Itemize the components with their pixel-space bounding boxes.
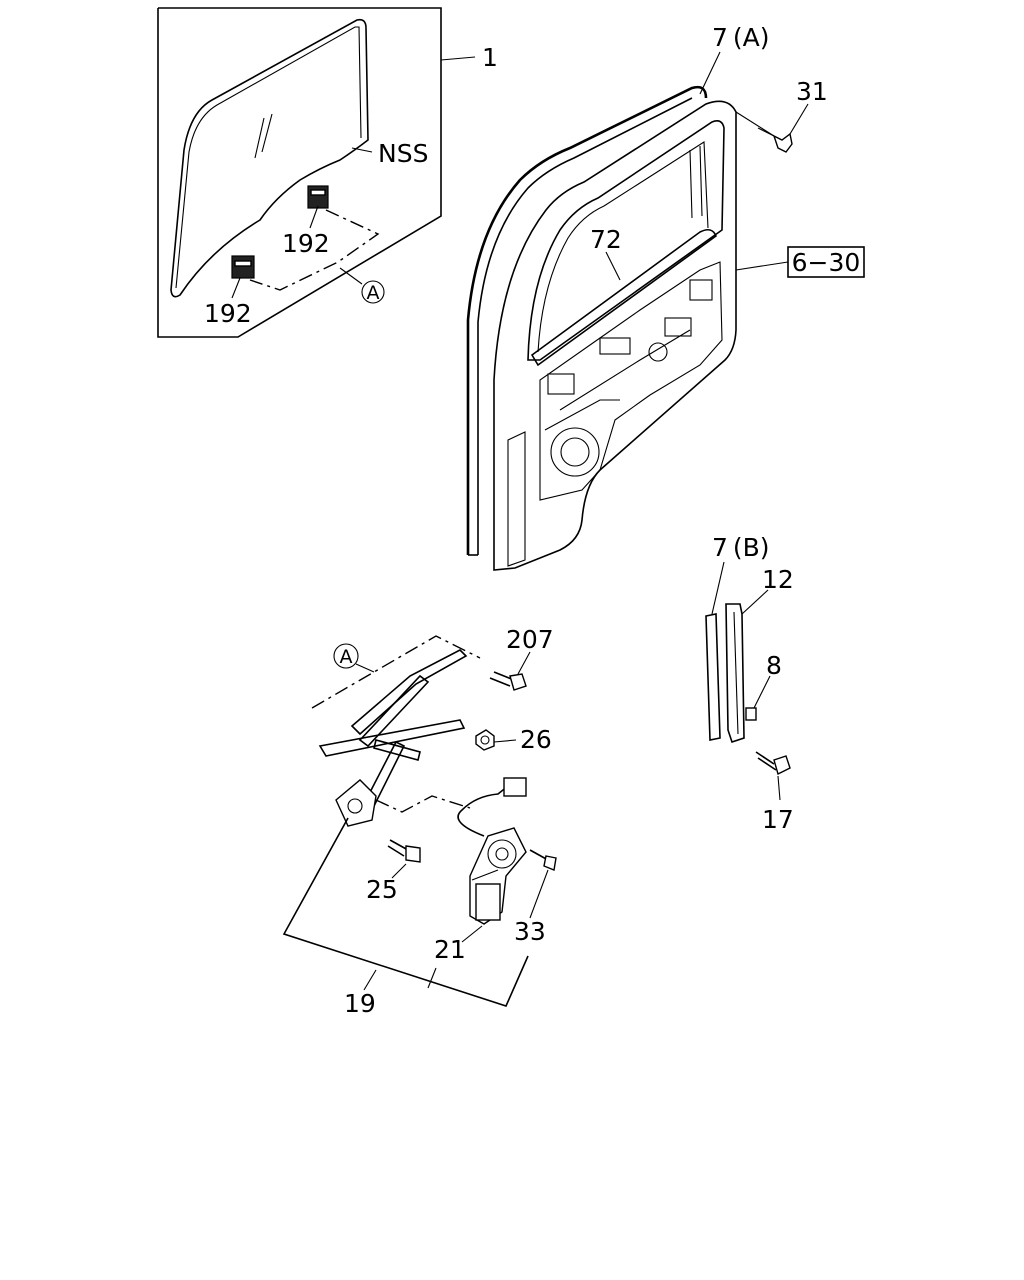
- leader-7a: [699, 51, 721, 95]
- door-inner-panel: [539, 261, 723, 501]
- panel-hole-1: [648, 342, 668, 362]
- ref-a-top-label: A: [367, 282, 380, 304]
- guide-channel-12-inner: [733, 611, 739, 735]
- callout-26: 26: [520, 725, 552, 754]
- glass-assembly-group: A 1 NSS 192 192: [157, 7, 498, 338]
- callout-33: 33: [514, 917, 546, 946]
- leader-192-upper: [309, 205, 319, 229]
- glass-reflection-2: [261, 113, 273, 153]
- callout-7b: 7 (B): [712, 533, 770, 562]
- screw-8: [745, 707, 757, 721]
- glass-assembly-frame: [157, 7, 442, 338]
- leader-12: [741, 589, 769, 615]
- door-window-frame: [527, 120, 725, 361]
- door-channel-line: [689, 145, 703, 219]
- bolt-17: [755, 751, 791, 776]
- bolt-207: [489, 671, 527, 691]
- glass-reflection-1: [254, 117, 265, 159]
- glass-clip-lower: [231, 255, 255, 279]
- nut-26: [475, 729, 495, 751]
- leader-19-b: [427, 967, 437, 989]
- reference-line-pivot-motor: [375, 795, 471, 813]
- callout-nss: NSS: [378, 139, 428, 168]
- ref-a-top-circle: [361, 280, 385, 304]
- leader-31-tip: [735, 111, 775, 137]
- leader-72: [605, 251, 621, 281]
- panel-bracket-3: [664, 317, 692, 337]
- callout-192-lower: 192: [204, 299, 252, 328]
- panel-bracket-1: [547, 373, 575, 395]
- callout-207: 207: [506, 625, 554, 654]
- regulator-group: A: [282, 625, 557, 1018]
- ref-6-30-box: [787, 246, 865, 278]
- leader-21: [461, 925, 483, 943]
- leader-26: [493, 739, 517, 743]
- ref-a-regulator-label: A: [340, 646, 353, 668]
- speaker-hole: [550, 427, 600, 477]
- screw-33: [529, 849, 557, 871]
- callout-6-30: 6−30: [792, 248, 861, 277]
- callout-31: 31: [796, 77, 828, 106]
- callout-25: 25: [366, 875, 398, 904]
- panel-bracket-4: [689, 279, 713, 301]
- motor-connector: [503, 777, 527, 797]
- run-channel-7b: [705, 613, 721, 741]
- weatherstrip-7a-inner: [477, 97, 693, 555]
- regulator-motor-21: [469, 827, 527, 925]
- door-panel-group: 7 (A) 31 72 6−30: [466, 23, 865, 571]
- assembly-bracket-19: [282, 817, 529, 1007]
- guide-channel-12: [725, 603, 745, 744]
- leader-nss: [351, 147, 373, 153]
- panel-bracket-2: [599, 337, 631, 355]
- regulator-upper-rail: [350, 649, 468, 736]
- panel-rib-1: [559, 329, 691, 411]
- regulator-x-arm-3: [373, 739, 421, 761]
- door-outer-panel: [493, 100, 737, 571]
- regulator-x-arm-1: [358, 674, 430, 748]
- reference-line-a-regulator: [311, 635, 481, 709]
- leader-8: [753, 675, 771, 709]
- channel-group: 7 (B) 12 8 17: [705, 533, 794, 834]
- leader-33: [529, 869, 549, 919]
- speaker-hole-inner: [560, 437, 590, 467]
- callout-192-upper: 192: [282, 229, 330, 258]
- leader-a-top: [339, 267, 363, 285]
- callout-17: 17: [762, 805, 794, 834]
- leader-19: [363, 969, 377, 991]
- bolt-25: [387, 839, 421, 863]
- panel-lower-edge: [507, 431, 526, 567]
- door-glass: [170, 18, 369, 298]
- callout-8: 8: [766, 651, 782, 680]
- leader-31: [789, 103, 809, 135]
- glass-clip-upper: [307, 185, 329, 209]
- leader-a-regulator: [355, 663, 375, 673]
- regulator-pivot-bracket: [335, 779, 377, 827]
- reference-line-a-top: [249, 209, 380, 291]
- motor-harness: [457, 785, 509, 837]
- panel-rib-2: [544, 399, 620, 431]
- callout-12: 12: [762, 565, 794, 594]
- leader-25: [391, 863, 407, 879]
- callout-1: 1: [482, 43, 498, 72]
- door-glass-inner-edge: [175, 26, 362, 289]
- leader-17: [777, 775, 781, 801]
- regulator-lift-arm: [318, 719, 466, 757]
- beltline-seal-72: [530, 228, 717, 367]
- leader-192-lower: [231, 277, 241, 299]
- screw-31: [757, 127, 793, 153]
- callout-72: 72: [590, 225, 622, 254]
- door-window-frame-inner: [537, 141, 709, 353]
- leader-6-30: [735, 261, 789, 271]
- callout-7a: 7 (A): [712, 23, 770, 52]
- callout-21: 21: [434, 935, 466, 964]
- callout-19: 19: [344, 989, 376, 1018]
- regulator-pivot-hole: [347, 798, 363, 814]
- ref-a-regulator-circle: [333, 643, 359, 669]
- leader-7b: [711, 561, 725, 615]
- leader-1: [440, 56, 476, 61]
- weatherstrip-7a: [466, 85, 708, 555]
- leader-207: [517, 651, 531, 675]
